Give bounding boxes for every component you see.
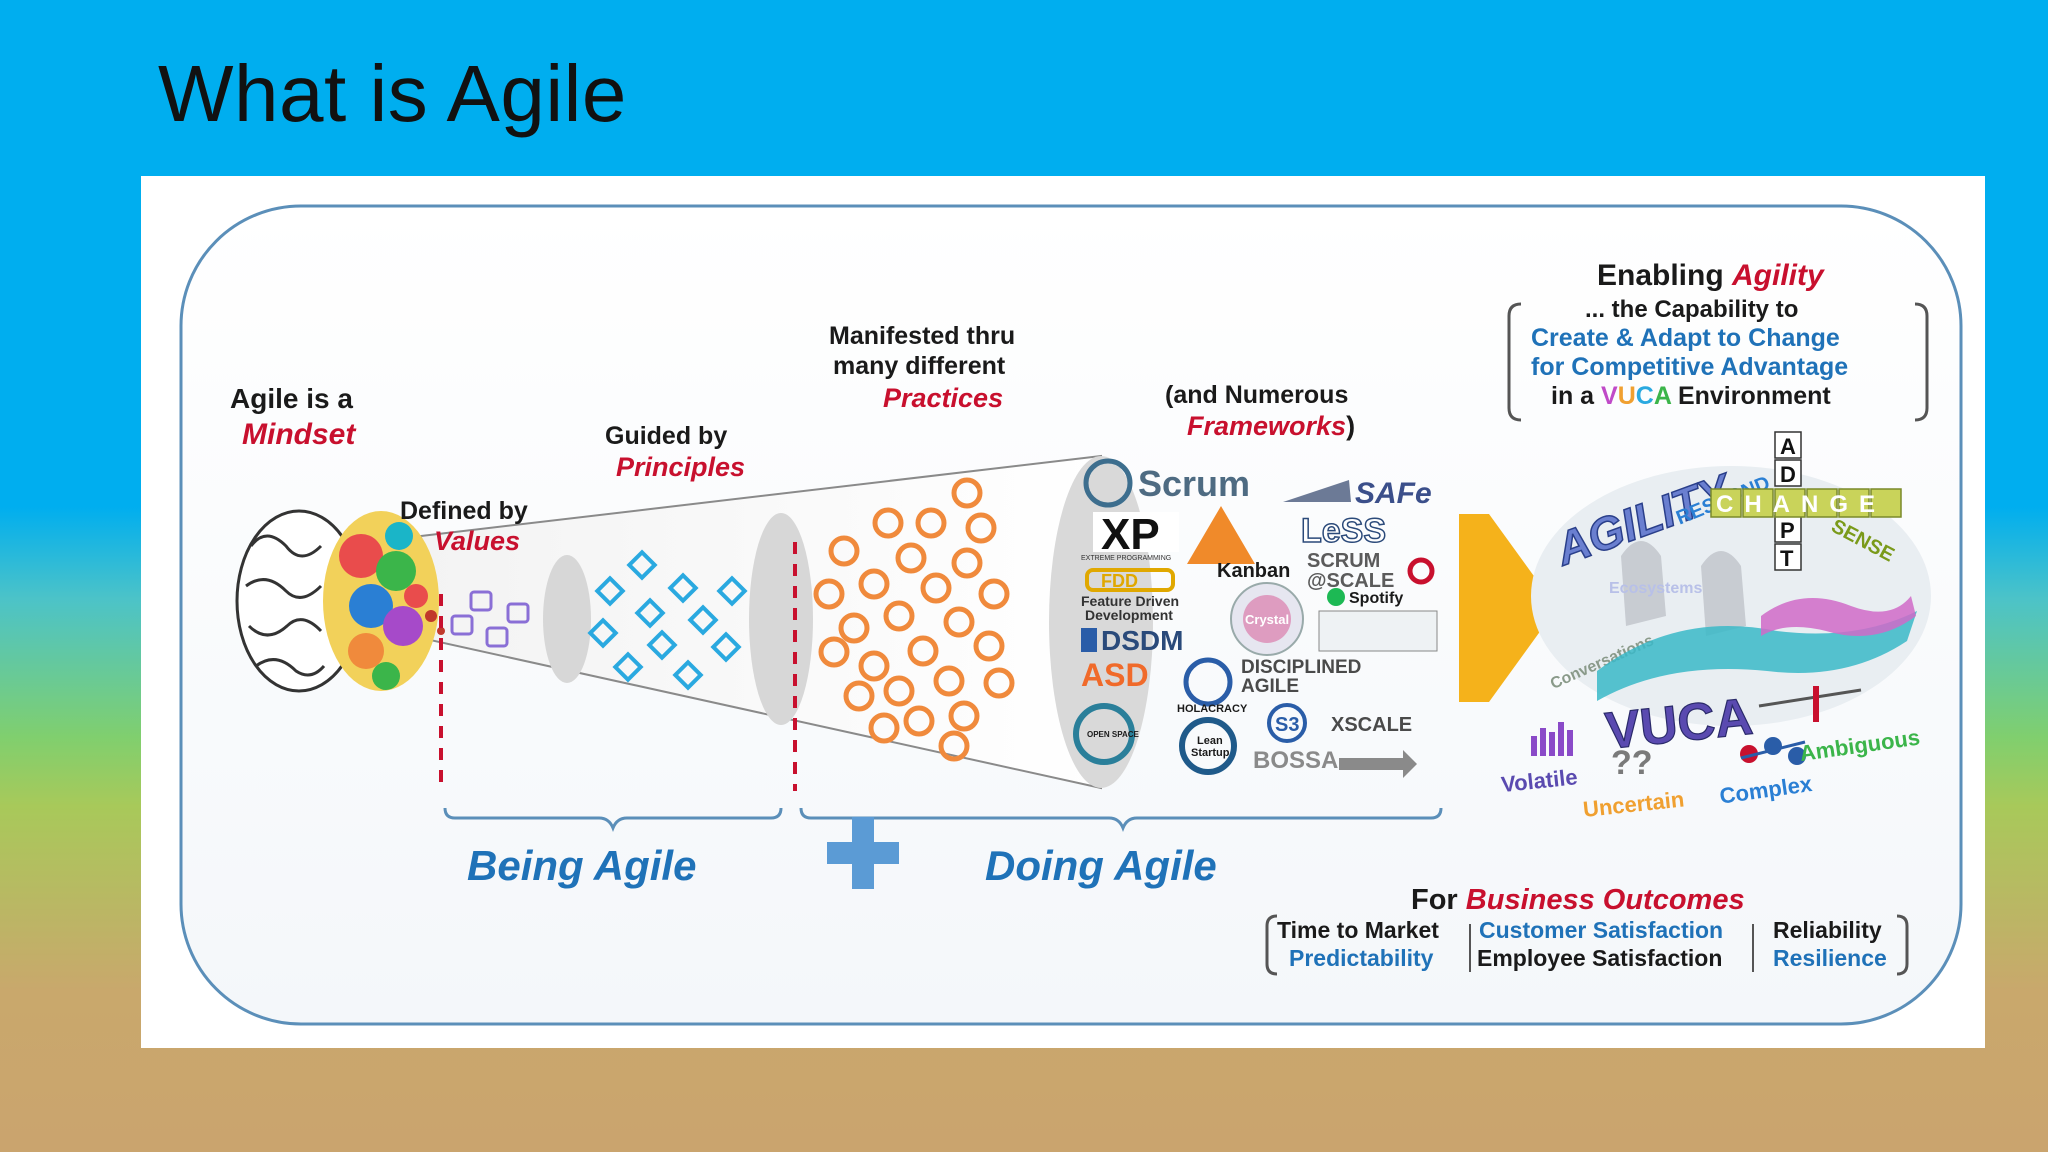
fw-safe: SAFe: [1355, 477, 1432, 510]
fw-lean: Lean: [1197, 735, 1223, 747]
enabling-bracket-right: [1914, 302, 1929, 422]
enabling-bracket-left: [1507, 302, 1522, 422]
adapt-column: A D P T: [1774, 431, 1802, 571]
enabling-line-3: for Competitive Advantage: [1531, 353, 1848, 381]
enabling-line-1: ... the Capability to: [1585, 296, 1798, 323]
fw-s3: S3: [1275, 714, 1299, 736]
svg-text:D: D: [1780, 462, 1796, 487]
fw-startup: Startup: [1191, 747, 1230, 759]
outcome-resilience: Resilience: [1773, 945, 1887, 971]
fw-open-space: OPEN SPACE: [1087, 730, 1140, 739]
volatile-icon: [1531, 722, 1573, 756]
fw-disciplined: DISCIPLINED: [1241, 657, 1361, 678]
frameworks-label-1: (and Numerous: [1165, 381, 1348, 409]
outcome-customer-satisfaction: Customer Satisfaction: [1479, 917, 1723, 943]
doing-agile: Doing Agile: [985, 842, 1217, 889]
outcome-reliability: Reliability: [1773, 917, 1882, 943]
outcomes-bracket-right: [1896, 914, 1909, 976]
arrow-icon: [1459, 514, 1557, 702]
svg-text:P: P: [1780, 518, 1795, 543]
fw-less: LeSS: [1301, 512, 1386, 550]
mindset-label-1: Agile is a: [230, 383, 353, 414]
fw-xp-sub: EXTREME PROGRAMMING: [1081, 555, 1171, 562]
agile-diagram: Agile is a Mindset Defined by Values Gui…: [179, 204, 1963, 1026]
change-word: CHANGE: [1716, 491, 1886, 518]
fw-bossa: BOSSA: [1253, 747, 1338, 774]
principles-label-2: Principles: [616, 452, 745, 482]
enabling-line-2: Create & Adapt to Change: [1531, 324, 1840, 352]
fw-dsdm: DSDM: [1101, 625, 1183, 656]
fw-spotify: Spotify: [1349, 590, 1403, 607]
outcome-predictability: Predictability: [1289, 945, 1434, 971]
values-squares: [450, 590, 530, 648]
complex-icon: [1740, 737, 1806, 765]
values-label-2: Values: [434, 526, 520, 556]
fw-xscale: XSCALE: [1331, 714, 1412, 736]
ecosystems-word: Ecosystems: [1609, 580, 1702, 597]
brain-icon: [235, 509, 445, 693]
practices-label-3: Practices: [883, 383, 1003, 413]
cone-ring-1: [543, 555, 591, 683]
mindset-label-2: Mindset: [242, 418, 357, 451]
cone-ring-2: [749, 513, 813, 725]
brace-being: [443, 807, 783, 833]
fw-xp: XP: [1101, 510, 1160, 559]
agility-word-art: AGILITY RESPOND A D P T CHANGE SENSE Eco…: [1531, 431, 1931, 726]
frameworks-collage: Scrum SAFe XP EXTREME PROGRAMMING LeSS F…: [1073, 458, 1438, 778]
change-tiles: [1710, 488, 1902, 518]
being-agile: Being Agile: [467, 842, 696, 889]
diagram-card: Agile is a Mindset Defined by Values Gui…: [141, 176, 1985, 1048]
outcome-employee-satisfaction: Employee Satisfaction: [1477, 945, 1722, 971]
svg-text:A: A: [1780, 434, 1796, 459]
enabling-title: Enabling Agility: [1597, 259, 1825, 292]
outcomes-title: For Business Outcomes: [1411, 884, 1745, 916]
outcomes-bracket-left: [1265, 914, 1278, 976]
principles-diamonds: [587, 549, 748, 691]
plus-icon: [827, 817, 899, 889]
question-marks: ??: [1611, 744, 1653, 782]
practices-circles: [813, 477, 1015, 762]
fw-scrum-scale-2: @SCALE: [1307, 570, 1394, 592]
slide-title: What is Agile: [158, 49, 627, 138]
fw-asd: ASD: [1081, 657, 1149, 693]
principles-label-1: Guided by: [605, 422, 727, 450]
fw-fdd-sub-1: Feature Driven: [1081, 593, 1179, 609]
frameworks-label-2: Frameworks): [1187, 411, 1355, 441]
enabling-line-4: in a VUCA Environment: [1551, 382, 1831, 410]
brace-doing: [799, 807, 1443, 833]
fw-fdd: FDD: [1101, 571, 1138, 591]
fw-crystal: Crystal: [1245, 612, 1289, 627]
fw-scrum-scale-1: SCRUM: [1307, 550, 1380, 572]
practices-label-1: Manifested thru: [829, 322, 1015, 350]
svg-text:T: T: [1780, 546, 1794, 571]
practices-label-2: many different: [833, 352, 1006, 380]
fw-kanban: Kanban: [1217, 560, 1290, 582]
fw-fdd-sub-2: Development: [1085, 607, 1173, 623]
fw-agile: AGILE: [1241, 676, 1299, 697]
fw-holacracy: HOLACRACY: [1177, 703, 1248, 715]
outcome-time-to-market: Time to Market: [1277, 917, 1439, 943]
fw-scrum: Scrum: [1138, 463, 1250, 504]
values-label-1: Defined by: [400, 497, 528, 525]
